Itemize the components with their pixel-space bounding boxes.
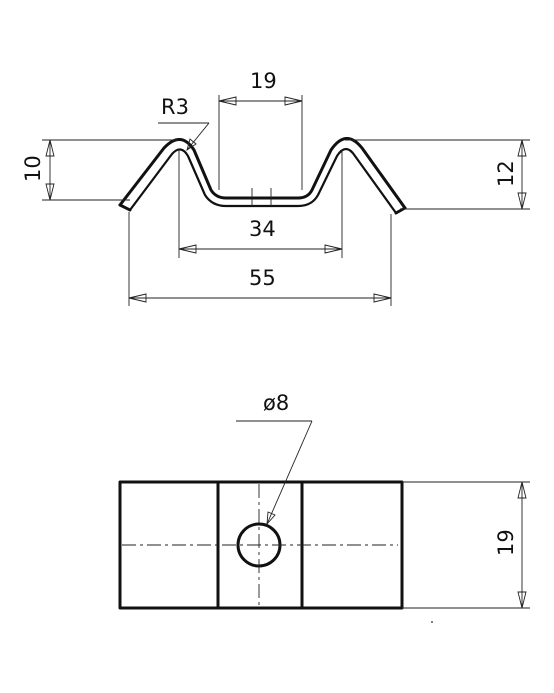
arrow-10-top — [45, 139, 55, 157]
dim-label-o8: ø8 — [263, 391, 289, 415]
bracket-profile-inner — [128, 147, 398, 215]
arrow-19-right — [284, 96, 303, 106]
dim-label-55: 55 — [249, 266, 276, 290]
arrow-r3 — [186, 138, 197, 152]
arrow-19-depth-bottom — [517, 591, 527, 609]
leader-r3-diagonal — [186, 122, 210, 151]
arrow-12-bottom — [517, 192, 527, 210]
top-view: ø8 19 — [118, 391, 530, 623]
side-view: 19 R3 10 12 34 55 — [21, 69, 530, 306]
dim-label-19-depth: 19 — [494, 529, 518, 556]
arrow-55-right — [373, 293, 392, 303]
dim-label-19-top: 19 — [250, 69, 277, 93]
dim-label-12: 12 — [494, 160, 518, 187]
arrow-19-depth-top — [517, 481, 527, 499]
arrow-34-right — [324, 244, 343, 254]
dim-label-r3: R3 — [161, 95, 189, 119]
plate-outline — [118, 480, 404, 610]
arrow-55-left — [128, 293, 147, 303]
arrow-34-left — [178, 244, 197, 254]
bracket-profile-outer — [118, 137, 407, 210]
bracket-end-left — [118, 203, 132, 212]
arrow-12-top — [517, 139, 527, 157]
leader-o8-diagonal — [266, 420, 313, 525]
dim-label-10: 10 — [21, 155, 45, 182]
arrow-10-bottom — [45, 183, 55, 201]
arrow-19-left — [218, 96, 237, 106]
stray-dot — [431, 621, 433, 623]
arrow-o8 — [266, 511, 276, 526]
dim-label-34: 34 — [249, 217, 276, 241]
